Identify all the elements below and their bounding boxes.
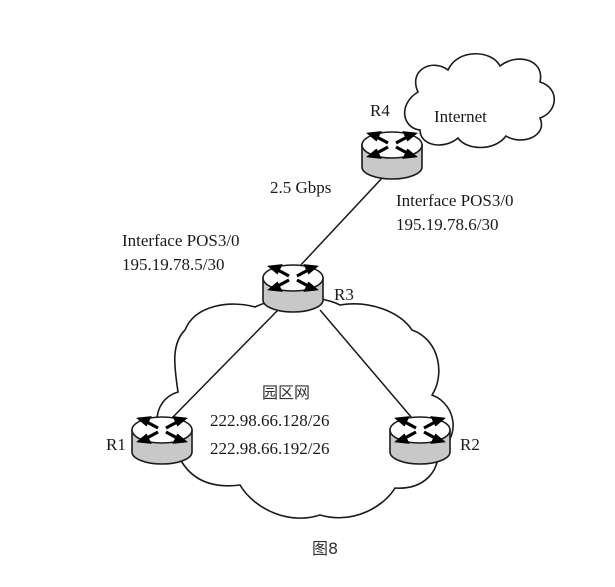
- router-r3-icon: [261, 263, 325, 314]
- r3-interface-name: Interface POS3/0: [122, 231, 240, 250]
- figure-caption: 图8: [312, 539, 338, 558]
- r3-interface-ip: 195.19.78.5/30: [122, 255, 224, 274]
- router-r3-label: R3: [334, 285, 354, 304]
- router-r2-label: R2: [460, 435, 480, 454]
- link-r3-r1: [171, 309, 279, 419]
- router-r4-label: R4: [370, 101, 390, 120]
- router-r1-label: R1: [106, 435, 126, 454]
- link-r3-r4: [297, 175, 385, 269]
- router-r2-icon: [388, 415, 452, 466]
- r4-interface-name: Interface POS3/0: [396, 191, 514, 210]
- link-speed-label: 2.5 Gbps: [270, 178, 331, 197]
- campus-subnet-1: 222.98.66.128/26: [210, 411, 329, 430]
- link-r3-r2: [319, 309, 413, 419]
- router-r1-icon: [130, 415, 194, 466]
- campus-subnet-2: 222.98.66.192/26: [210, 439, 329, 458]
- campus-cloud: [156, 296, 454, 519]
- router-r4-icon: [360, 130, 424, 181]
- r4-interface-ip: 195.19.78.6/30: [396, 215, 498, 234]
- campus-label: 园区网: [262, 383, 310, 402]
- internet-cloud: [403, 53, 556, 149]
- internet-label: Internet: [434, 107, 487, 126]
